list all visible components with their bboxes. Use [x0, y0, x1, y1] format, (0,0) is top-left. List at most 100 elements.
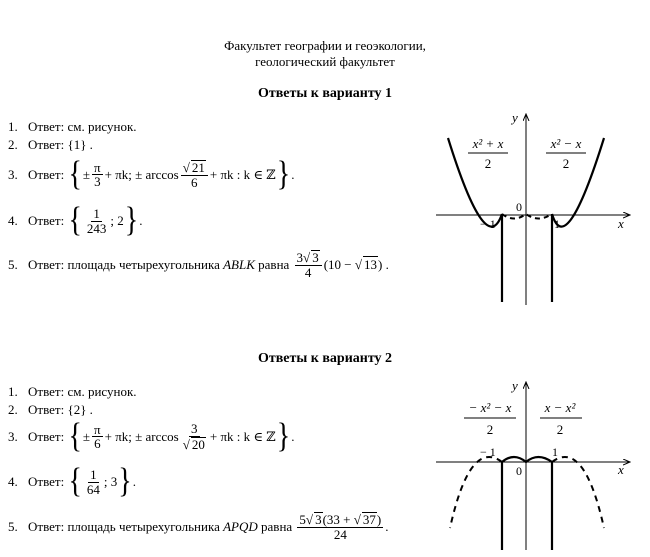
- answer-text: {2} .: [67, 402, 93, 417]
- variant-1-title: Ответы к варианту 1: [257, 86, 393, 101]
- answer-text: см. рисунок.: [67, 384, 137, 399]
- math-text: ; 2: [110, 213, 124, 229]
- left-dashed-branch: [449, 456, 503, 529]
- numerator: 3: [189, 421, 200, 437]
- math-text: ±: [82, 166, 91, 182]
- math-text: ): [376, 512, 382, 527]
- radicand: 20: [190, 436, 206, 452]
- answer-number: 3.: [8, 428, 18, 444]
- denominator: 4: [304, 264, 312, 280]
- denominator: 24: [333, 526, 347, 542]
- math-text: ) .: [378, 256, 389, 272]
- v2-answer-2: 2. Ответ: {2} .: [8, 402, 93, 418]
- right-parabola-branch: [550, 137, 606, 228]
- v1-answer-2: 2. Ответ: {1} .: [8, 137, 93, 153]
- left-parabola-branch: [446, 137, 504, 228]
- y-axis-label: y: [510, 110, 518, 125]
- answer-number: 5.: [8, 518, 18, 534]
- numerator: π: [92, 421, 103, 438]
- answer-text: площадь четырехугольника: [67, 518, 220, 534]
- denominator: 64: [86, 481, 100, 497]
- math-text: .: [385, 518, 389, 534]
- right-formula-denominator: 2: [557, 422, 564, 437]
- faculty-line-2: геологический факультет: [255, 54, 395, 69]
- brace-left: {: [68, 462, 82, 501]
- denominator: 6: [94, 436, 101, 452]
- x-axis-label: x: [617, 462, 624, 477]
- answer-prefix: Ответ:: [28, 166, 65, 182]
- left-formula-numerator: − x² − x: [469, 400, 512, 415]
- right-dashed-branch: [551, 456, 605, 529]
- answer-text: равна: [261, 518, 293, 534]
- radicand: 3: [311, 250, 320, 265]
- coef: 3: [296, 250, 304, 265]
- tick-pos-one: 1: [554, 217, 560, 231]
- v1-answer-5: 5. Ответ: площадь четырехугольника ABLK …: [8, 250, 389, 280]
- left-formula-denominator: 2: [487, 422, 494, 437]
- radicand: 13: [363, 256, 378, 273]
- faculty-line-1: Факультет географии и геоэкологии,: [224, 38, 426, 53]
- answer-text: см. рисунок.: [67, 119, 137, 134]
- brace-right: }: [118, 462, 132, 501]
- numerator: 5√3(33 + √37): [297, 512, 384, 528]
- answer-prefix: Ответ:: [28, 428, 65, 444]
- x-axis-label: x: [617, 216, 624, 231]
- answer-text: {1} .: [67, 137, 93, 152]
- denominator: 6: [191, 174, 198, 190]
- numerator: 3√3: [294, 250, 322, 266]
- figure-name: ABLK: [223, 256, 255, 272]
- coef: 5: [299, 512, 306, 527]
- brace-right: }: [276, 416, 291, 456]
- radicand: 21: [190, 160, 206, 175]
- denominator: 3: [94, 174, 101, 190]
- answer-number: 1.: [8, 119, 18, 134]
- right-formula-numerator: x − x²: [544, 400, 577, 415]
- tick-pos-one: 1: [552, 445, 558, 459]
- graph-variant-2: y x 0 − 1 1 − x² − x 2 x − x² 2: [436, 378, 636, 550]
- answer-number: 2.: [8, 402, 18, 417]
- numerator: π: [92, 159, 103, 176]
- answer-prefix: Ответ:: [28, 474, 65, 490]
- math-text: + πk; ± arccos: [104, 428, 179, 444]
- math-text: ; 3: [103, 474, 118, 490]
- origin-label: 0: [516, 464, 522, 478]
- math-text: (10 −: [323, 256, 352, 272]
- tick-neg-one: − 1: [480, 217, 496, 231]
- brace-left: {: [68, 201, 82, 240]
- left-formula-denominator: 2: [485, 156, 492, 171]
- graph-variant-1: y x 0 − 1 1 x² + x 2 x² − x 2: [436, 110, 636, 305]
- denominator: 243: [86, 220, 107, 236]
- answer-number: 4.: [8, 474, 18, 490]
- radicand: 3: [314, 512, 323, 527]
- numerator: 1: [88, 467, 99, 483]
- variant-2-title: Ответы к варианту 2: [257, 351, 393, 366]
- right-formula-denominator: 2: [563, 156, 570, 171]
- numerator: 1: [91, 206, 102, 222]
- math-text: (33 +: [322, 512, 351, 527]
- brace-right: }: [276, 154, 291, 194]
- answer-number: 2.: [8, 137, 18, 152]
- math-text: + πk : k ∈ ℤ: [209, 166, 276, 182]
- answer-prefix: Ответ:: [28, 256, 65, 272]
- answer-number: 4.: [8, 213, 18, 229]
- top-arc: [501, 455, 553, 464]
- answer-prefix: Ответ:: [28, 137, 65, 152]
- math-text: + πk : k ∈ ℤ: [209, 428, 276, 444]
- answer-text: площадь четырехугольника: [67, 256, 220, 272]
- answer-text: равна: [258, 256, 290, 272]
- fraction: 3√20: [181, 422, 208, 451]
- denominator: √20: [182, 436, 206, 452]
- brace-left: {: [68, 416, 82, 456]
- answer-prefix: Ответ:: [28, 518, 65, 534]
- right-formula-numerator: x² − x: [550, 136, 582, 151]
- left-formula-numerator: x² + x: [472, 136, 504, 151]
- math-text: + πk; ± arccos: [104, 166, 179, 182]
- figure-name: APQD: [223, 518, 258, 534]
